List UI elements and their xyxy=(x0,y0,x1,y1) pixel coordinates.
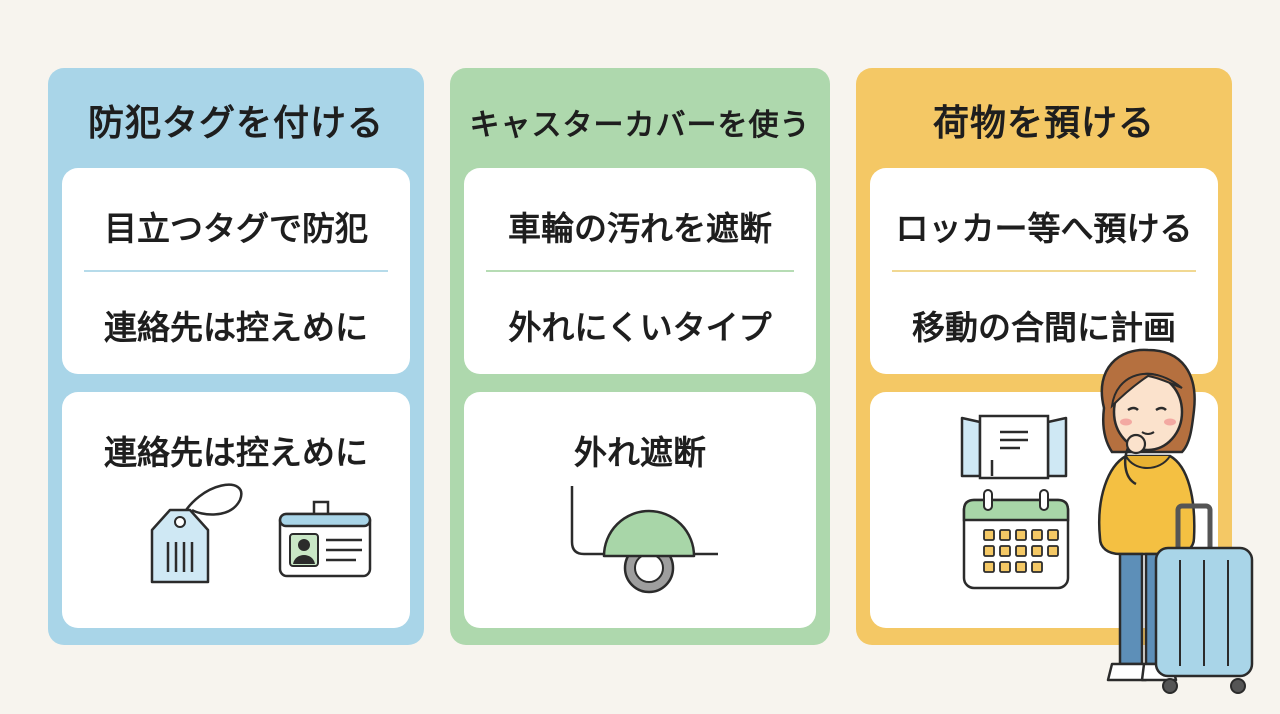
illustration-panel: 連絡先は控えめに xyxy=(62,392,410,628)
illustration-label: 外れ遮断 xyxy=(574,433,706,472)
divider xyxy=(892,270,1196,272)
tips-panel: 車輪の汚れを遮断 外れにくいタイプ xyxy=(464,168,816,374)
id-card-icon xyxy=(278,500,372,578)
tips-panel: 目立つタグで防犯 連絡先は控えめに xyxy=(62,168,410,374)
card-title: 防犯タグを付ける xyxy=(87,103,384,144)
card-title: 荷物を預ける xyxy=(932,103,1155,144)
traveler-with-suitcase-illustration xyxy=(1098,348,1254,694)
luggage-tag-icon xyxy=(150,483,243,584)
calendar-icon xyxy=(962,489,1070,590)
divider xyxy=(486,270,794,272)
tip-item: 目立つタグで防犯 xyxy=(104,209,368,248)
illustration-label: 連絡先は控えめに xyxy=(104,433,368,472)
tip-item: 連絡先は控えめに xyxy=(104,308,368,347)
card-title: キャスターカバーを使う xyxy=(469,108,811,143)
locker-icon xyxy=(960,414,1068,480)
caster-cover-icon xyxy=(570,486,718,594)
card-security-tag: 防犯タグを付ける 目立つタグで防犯 連絡先は控えめに 連絡先は控えめに xyxy=(48,68,424,645)
illustration-panel: 外れ遮断 xyxy=(464,392,816,628)
tips-panel: ロッカー等へ預ける 移動の合間に計画 xyxy=(870,168,1218,374)
tip-item: 車輪の汚れを遮断 xyxy=(508,209,772,248)
tip-item: ロッカー等へ預ける xyxy=(895,209,1193,248)
card-caster-cover: キャスターカバーを使う 車輪の汚れを遮断 外れにくいタイプ 外れ遮断 xyxy=(450,68,830,645)
tip-item: 移動の合間に計画 xyxy=(912,308,1176,347)
divider xyxy=(84,270,388,272)
tip-item: 外れにくいタイプ xyxy=(508,308,772,347)
